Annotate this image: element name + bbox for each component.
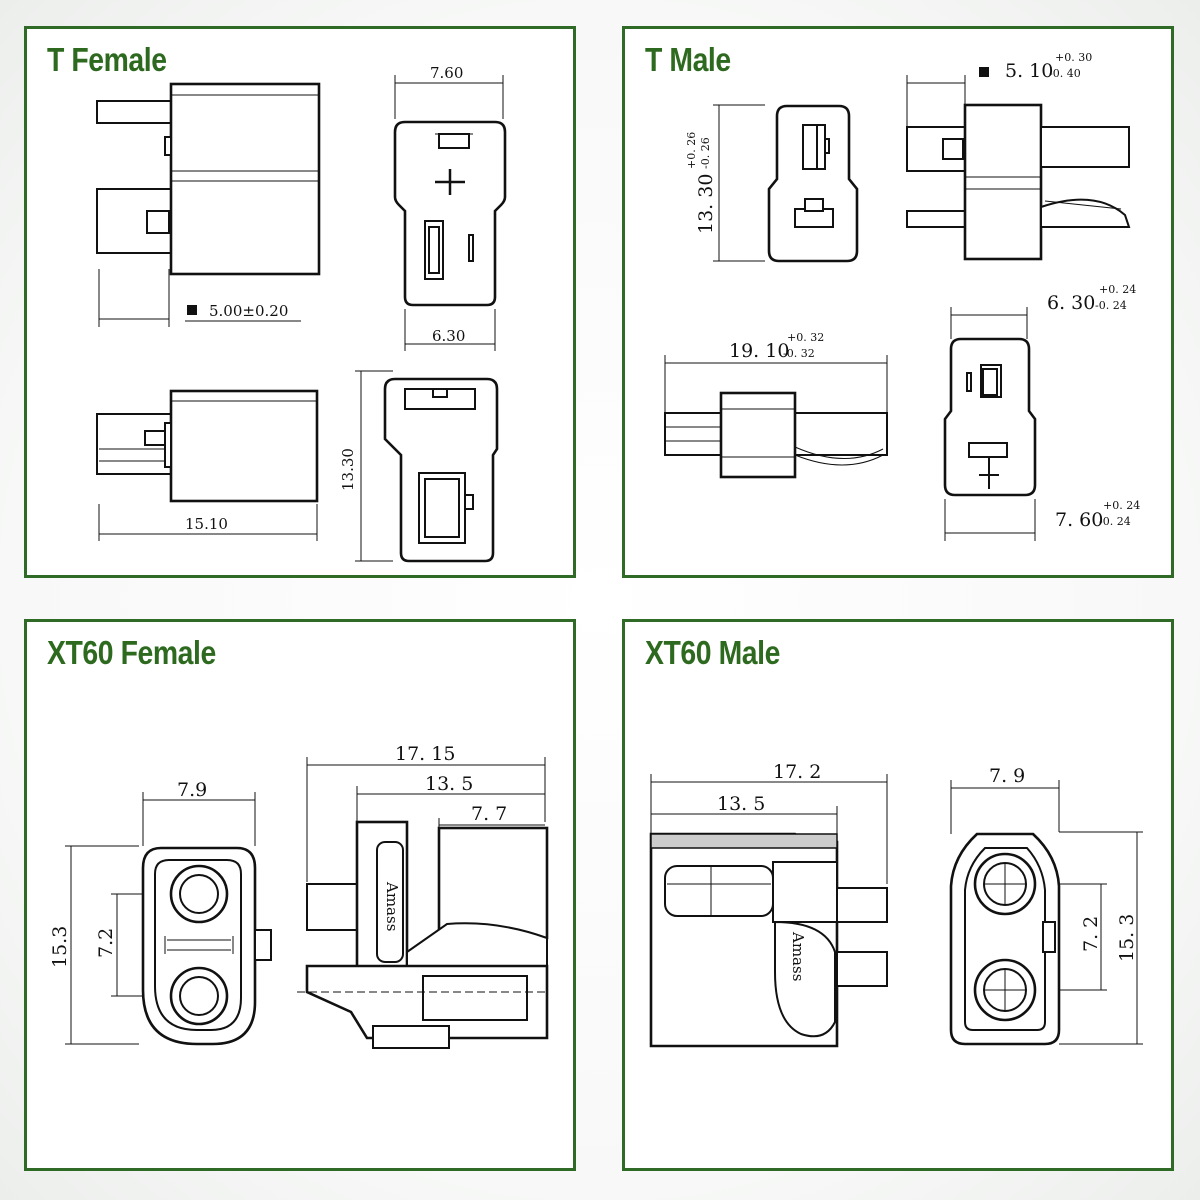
dim-pitch: 7.2 [95,928,117,958]
dim-pin: 5.00±0.20 [209,302,288,320]
dim-length-tol-up: +0. 32 [787,331,824,344]
dim-width-top-tol-down: -0. 24 [1095,299,1127,312]
t-male-bottom-front-view: 6. 30 +0. 24 -0. 24 7. 60 +0. 24 -0. 24 [943,283,1140,541]
xt60-female-drawing: 7.9 15.3 7.2 17. 15 [49,743,549,1049]
dim-width-top-tol-up: +0. 24 [1099,283,1136,296]
dim-width: 7.9 [177,779,207,801]
panel-xt60-female: XT60 Female 7.9 15.3 7.2 [24,619,576,1171]
dim-height: 13.30 [339,448,357,491]
dim-width-bottom-base: 7. 60 [1055,509,1103,531]
brand-label: Amass [383,881,401,931]
t-male-front-view: 13. 30 +0. 26 -0. 26 [685,104,859,263]
dim-width-bottom-tol-down: -0. 24 [1099,515,1131,528]
dim-length-total: 17. 15 [395,743,455,765]
dim-pin-tol-up: +0. 30 [1055,51,1092,64]
dim-width: 7. 9 [989,765,1025,787]
dim-height-tol-up: +0. 26 [685,132,698,169]
dim-width-bottom-tol-up: +0. 24 [1103,499,1140,512]
dim-length-tol-down: -0. 32 [783,347,815,360]
t-female-bottom-side-view: 15.10 [96,389,319,541]
panel-t-female: T Female 5.00±0.20 7.60 [24,26,576,578]
dim-length-base: 19. 10 [729,340,789,362]
dim-width-top-base: 6. 30 [1047,292,1095,314]
xt60-male-front-view: 7. 9 15. 3 7. 2 [949,765,1143,1046]
t-female-front-view: 7.60 6.30 [393,64,507,351]
panel-xt60-male: XT60 Male 17. 2 13. 5 Amass 7 [622,619,1174,1171]
panel-title: XT60 Male [645,634,780,671]
t-male-bottom-side-view: 19. 10 +0. 32 -0. 32 [664,331,888,479]
dim-height-base: 13. 30 [695,174,717,234]
dim-bottom-width: 6.30 [432,327,465,345]
panel-title: T Female [47,41,167,78]
t-male-side-view: 5. 10 +0. 30 -0. 40 [906,51,1131,261]
t-female-drawing: 5.00±0.20 7.60 6.30 [96,64,507,563]
panel-title: T Male [645,41,731,78]
panel-title: XT60 Female [47,634,216,671]
dim-top-width: 7.60 [430,64,463,82]
panel-t-male: T Male 13. 30 +0. 26 -0. 26 5. 10 +0. 30… [622,26,1174,578]
dim-pin-tol-down: -0. 40 [1049,67,1081,80]
dim-pin-base: 5. 10 [1005,60,1053,82]
dim-height-tol-down: -0. 26 [699,137,712,169]
xt60-female-side-view: 17. 15 13. 5 7. 7 Amass [297,743,549,1049]
dim-pitch: 7. 2 [1080,916,1102,952]
dim-height: 15. 3 [1116,914,1138,962]
dim-length: 15.10 [185,515,228,533]
xt60-female-front-view: 7.9 15.3 7.2 [49,779,272,1046]
dim-length-mid: 13. 5 [717,793,765,815]
dim-length-mid: 13. 5 [425,773,473,795]
dim-length-total: 17. 2 [773,761,821,783]
xt60-male-drawing: 17. 2 13. 5 Amass 7. 9 15. 3 [649,761,1143,1048]
dim-height: 15.3 [49,926,71,968]
brand-label: Amass [789,931,807,981]
t-male-drawing: 13. 30 +0. 26 -0. 26 5. 10 +0. 30 -0. 40 [664,51,1140,541]
t-female-bottom-front-view: 13.30 [339,370,499,563]
dim-length-short: 7. 7 [471,803,507,825]
t-female-side-view: 5.00±0.20 [96,82,321,327]
xt60-male-side-view: 17. 2 13. 5 Amass [649,761,888,1048]
